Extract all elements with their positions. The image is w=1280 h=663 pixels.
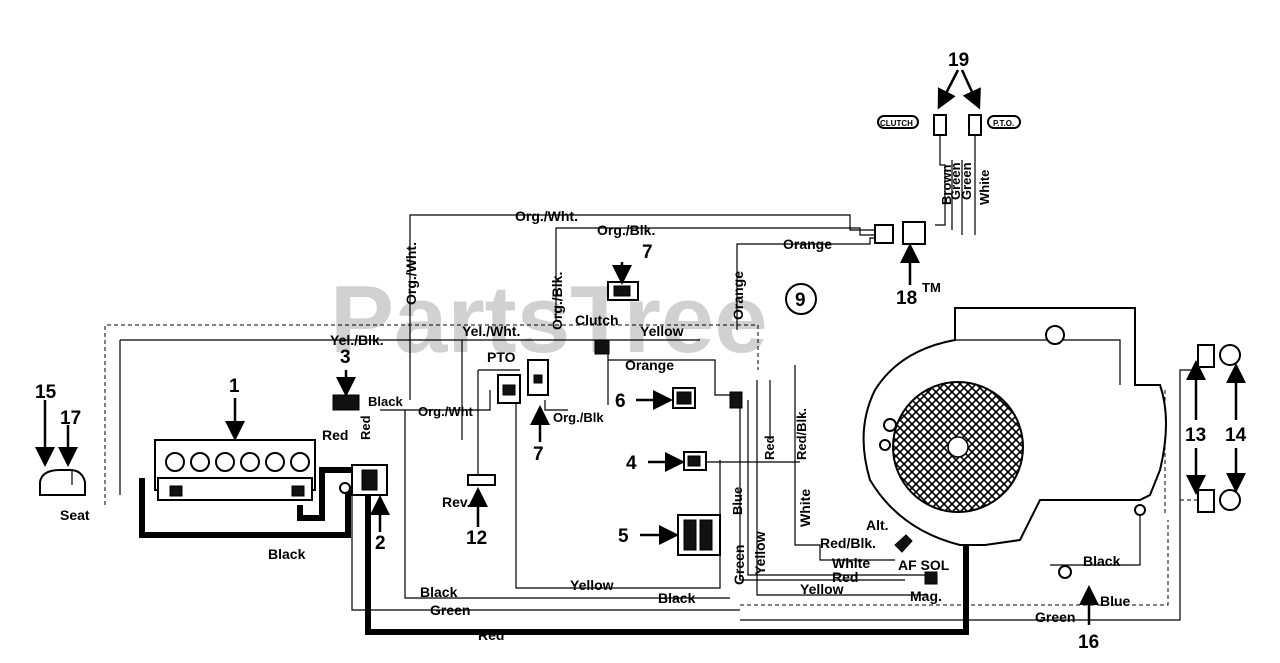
watermark: PartsTree xyxy=(330,266,768,373)
alternator-connector xyxy=(894,534,913,553)
wire-white-alt: White xyxy=(832,555,870,571)
label-seat: Seat xyxy=(60,507,90,523)
wire-red-vert: Red xyxy=(358,415,373,440)
callout-12: 12 xyxy=(466,528,487,549)
wire-green-19b: Green xyxy=(959,162,974,200)
callout-6: 6 xyxy=(615,391,626,412)
label-clutch: Clutch xyxy=(575,312,619,328)
wire-yellow-low: Yellow xyxy=(570,577,614,593)
wire-org-blk-mid: Org./Blk xyxy=(553,410,604,425)
wire-white-right: White xyxy=(797,489,813,527)
callout-1: 1 xyxy=(229,376,240,397)
wire-black-low: Black xyxy=(420,584,458,600)
label-pto: PTO xyxy=(487,349,516,365)
starter-cable-red xyxy=(365,478,969,635)
wire-yel-wht: Yel./Wht. xyxy=(462,323,520,339)
control-module xyxy=(677,514,721,556)
wire-orange-mid: Orange xyxy=(625,357,674,373)
callout-3: 3 xyxy=(340,347,351,368)
fuse-holder xyxy=(332,394,360,411)
callout-9: 9 xyxy=(795,290,806,311)
label-af-sol: AF SOL xyxy=(898,557,950,573)
battery-positive-cable xyxy=(297,467,355,521)
callout-arrows xyxy=(35,69,1246,625)
callout-7-top: 7 xyxy=(642,242,653,263)
wire-black-low2: Black xyxy=(658,590,696,606)
callout-9-circle xyxy=(785,283,817,315)
wire-yel-blk: Yel./Blk. xyxy=(330,332,384,348)
callout-15: 15 xyxy=(35,382,57,403)
engine xyxy=(862,307,1167,546)
wire-red-right: Red xyxy=(762,435,777,460)
wire-yellow-top: Yellow xyxy=(640,323,684,339)
callout-4: 4 xyxy=(626,453,637,474)
harness-connector xyxy=(729,391,743,409)
wire-red-blk-right: Red/Blk. xyxy=(794,408,809,460)
label-switch-pto: P.T.O. xyxy=(993,119,1014,128)
wire-brown-19: Brown xyxy=(939,165,954,206)
callout-14: 14 xyxy=(1225,425,1247,446)
wire-white-19: White xyxy=(977,170,992,205)
label-mag: Mag. xyxy=(910,588,942,604)
wire-black-ground: Black xyxy=(1083,553,1121,569)
callout-16: 16 xyxy=(1078,632,1099,653)
wire-black-3: Black xyxy=(368,394,403,409)
wire-green-right: Green xyxy=(1035,609,1075,625)
wire-labels: Org./Wht. Org./Blk. Orange Org./Wht. Org… xyxy=(268,162,1131,643)
starter-solenoid xyxy=(339,464,388,496)
callout-2: 2 xyxy=(375,533,386,554)
callout-19: 19 xyxy=(948,50,969,71)
interlock-relay-lower xyxy=(527,359,549,396)
wire-red-afsol: Red xyxy=(832,569,858,585)
clutch-connector xyxy=(594,339,610,355)
callout-5: 5 xyxy=(618,526,629,547)
callout-7-bottom: 7 xyxy=(533,444,544,465)
wire-blue-mid: Blue xyxy=(730,487,745,515)
clutch-pto-switches xyxy=(877,114,1021,136)
af-solenoid xyxy=(924,571,938,585)
wire-yellow-mid: Yellow xyxy=(752,531,768,575)
label-rev: Rev. xyxy=(442,494,471,510)
wire-org-blk-vert: Org./Blk. xyxy=(549,272,565,330)
ground-terminal xyxy=(1134,504,1146,516)
wire-green-low: Green xyxy=(430,602,470,618)
wire-orange-vert: Orange xyxy=(730,271,746,320)
trademark: TM xyxy=(922,280,941,295)
battery xyxy=(154,439,316,501)
label-switch-clutch: CLUTCH xyxy=(880,119,913,128)
wire-green-19a: Green xyxy=(948,162,963,200)
wire-org-wht-vert: Org./Wht. xyxy=(403,242,419,305)
wire-org-wht-top: Org./Wht. xyxy=(515,208,578,224)
wire-org-blk-top: Org./Blk. xyxy=(597,222,655,238)
ignition-switch xyxy=(672,387,696,409)
callout-13: 13 xyxy=(1185,425,1206,446)
wire-red-blk-alt: Red/Blk. xyxy=(820,535,876,551)
wire-blue-right: Blue xyxy=(1100,593,1131,609)
wire-yellow-afsol: Yellow xyxy=(800,581,844,597)
wire-red-bat: Red xyxy=(322,427,348,443)
ground-ring-terminal xyxy=(1058,565,1072,579)
wire-green-mid: Green xyxy=(731,545,747,585)
interlock-relay-top xyxy=(607,281,639,301)
wire-orange-top: Orange xyxy=(783,236,832,252)
wire-org-wht-mid: Org./Wht xyxy=(418,404,474,419)
wire-harness xyxy=(104,135,1200,621)
battery-ground-cable xyxy=(139,478,351,538)
label-alt: Alt. xyxy=(866,517,889,533)
reverse-switch xyxy=(467,474,496,486)
seat-switch xyxy=(39,469,86,496)
switch-connector xyxy=(874,221,926,245)
pto-switch xyxy=(497,374,521,404)
wire-black-battery: Black xyxy=(268,546,306,562)
wire-red-bottom: Red xyxy=(478,627,504,643)
start-relay xyxy=(683,451,707,471)
callout-17: 17 xyxy=(60,408,81,429)
callout-18: 18 xyxy=(896,288,917,309)
